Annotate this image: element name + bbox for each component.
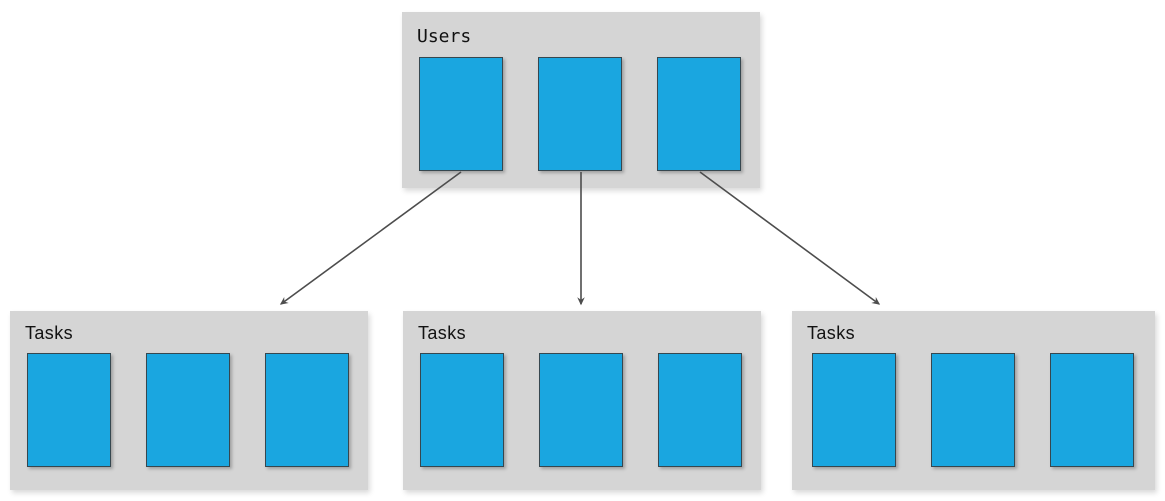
task-card (420, 353, 504, 467)
arrow-users-to-tasks-right (699, 171, 881, 305)
task-card (1050, 353, 1134, 467)
tasks-group-right-label: Tasks (807, 323, 856, 343)
task-card (812, 353, 896, 467)
tasks-right-cards-row (792, 353, 1155, 467)
users-group: Users (402, 12, 760, 188)
tasks-middle-cards-row (403, 353, 761, 467)
tasks-left-cards-row (10, 353, 368, 467)
user-card (657, 57, 741, 171)
tasks-group-middle-label: Tasks (418, 323, 467, 343)
task-card (931, 353, 1015, 467)
arrow-users-to-tasks-left (279, 171, 462, 305)
task-card (265, 353, 349, 467)
tasks-group-middle: Tasks (403, 311, 761, 490)
task-card (658, 353, 742, 467)
task-card (539, 353, 623, 467)
tasks-group-left: Tasks (10, 311, 368, 490)
users-group-label: Users (417, 26, 472, 47)
tasks-group-right: Tasks (792, 311, 1155, 490)
users-cards-row (402, 57, 760, 171)
task-card (146, 353, 230, 467)
user-card (538, 57, 622, 171)
user-card (419, 57, 503, 171)
tasks-group-left-label: Tasks (25, 323, 74, 343)
task-card (27, 353, 111, 467)
